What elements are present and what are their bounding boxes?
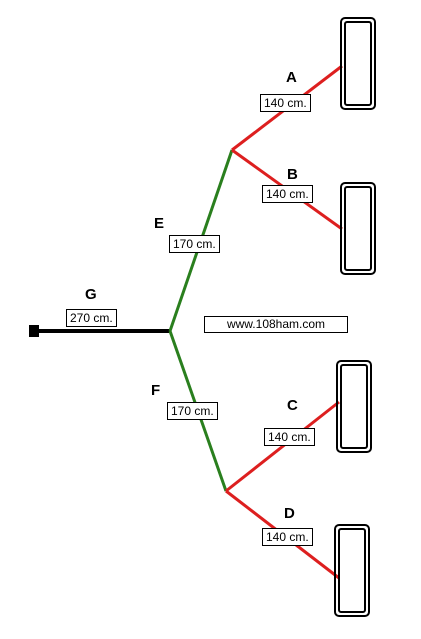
antenna-element-b [340, 182, 376, 275]
length-label-b: 140 cm. [262, 185, 313, 203]
connector-plug [29, 325, 39, 337]
segment-label-d: D [284, 505, 295, 522]
segment-label-f: F [151, 382, 161, 399]
branch-line-c [225, 400, 340, 493]
segment-label-b: B [287, 166, 298, 183]
antenna-element-d [334, 524, 370, 617]
length-label-g: 270 cm. [66, 309, 117, 327]
length-label-a: 140 cm. [260, 94, 311, 112]
length-label-c: 140 cm. [264, 428, 315, 446]
segment-label-g: G [85, 286, 97, 303]
length-label-d: 140 cm. [262, 528, 313, 546]
website-caption: www.108ham.com [204, 316, 348, 333]
antenna-element-a [340, 17, 376, 110]
segment-label-c: C [287, 397, 298, 414]
length-label-e: 170 cm. [169, 235, 220, 253]
segment-label-e: E [154, 215, 165, 232]
antenna-element-c [336, 360, 372, 453]
length-label-f: 170 cm. [167, 402, 218, 420]
segment-label-a: A [286, 69, 297, 86]
